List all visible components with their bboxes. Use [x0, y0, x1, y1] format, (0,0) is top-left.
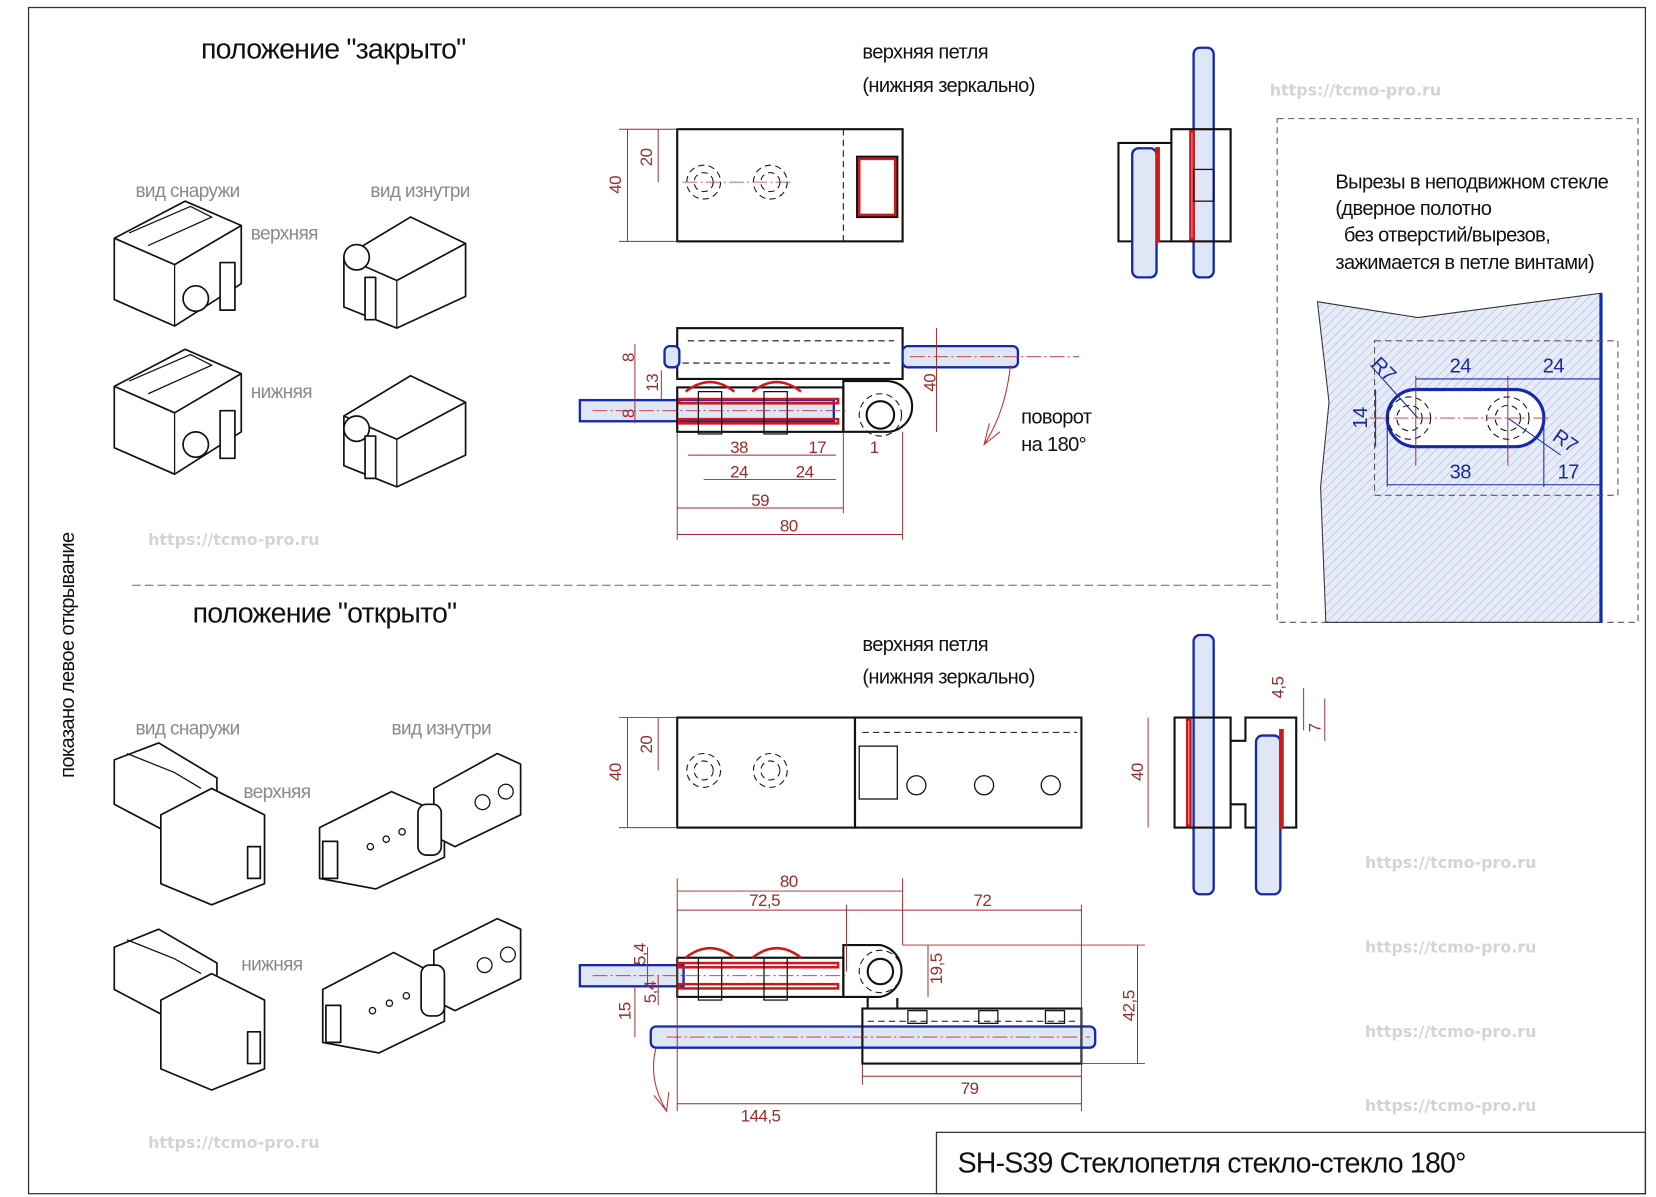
dim-38: 38: [730, 438, 748, 457]
dim-7: 7: [1306, 723, 1325, 732]
dim-8-top: 8: [619, 353, 638, 362]
title-block: [935, 1131, 1647, 1195]
dim-5-4-bottom: 5,4: [641, 981, 660, 1003]
dim-5-4-top: 5,4: [630, 943, 649, 965]
closed-section-view: 8 13 8 40 38 17 1 24 24 59 80 поворот на…: [578, 327, 1093, 540]
dim-19-5: 19,5: [927, 953, 946, 984]
dim-38-cutout: 38: [1450, 461, 1472, 483]
cutout-line-2: (дверное полотно: [1335, 198, 1491, 220]
dim-20: 20: [637, 148, 656, 166]
dim-4-5: 4,5: [1269, 676, 1288, 698]
closed-top-view: 40 20: [606, 128, 904, 243]
iso-outside-upper: [113, 200, 243, 327]
label-view-outside-open: вид снаружи: [135, 718, 239, 739]
drawing-title: SH-S39 Стеклопетля стекло-стекло 180°: [958, 1148, 1466, 1180]
dim-80: 80: [780, 516, 798, 535]
watermark: https://tcmo-pro.ru: [1270, 80, 1441, 99]
dim-40-open: 40: [606, 763, 625, 781]
dim-17: 17: [808, 438, 826, 457]
cutout-line-4: зажимается в петле винтами): [1335, 252, 1594, 274]
closed-heading: положение "закрыто": [201, 33, 465, 65]
dim-144-5: 144,5: [741, 1107, 781, 1126]
iso-open-outside-lower: [113, 928, 266, 1091]
label-lower: нижняя: [251, 382, 312, 403]
watermark-layer: https://tcmo-pro.ru https://tcmo-pro.ru ht…: [148, 80, 1536, 1152]
label-view-inside: вид изнутри: [370, 181, 469, 202]
iso-open-inside-upper: [318, 752, 522, 890]
dim-14: 14: [1350, 407, 1372, 429]
watermark: https://tcmo-pro.ru: [148, 530, 319, 549]
dim-24-a: 24: [730, 462, 748, 481]
iso-inside-upper: [343, 216, 467, 329]
label-view-inside-open: вид изнутри: [392, 718, 491, 739]
label-lower-open: нижняя: [241, 954, 302, 975]
iso-inside-lower: [343, 374, 467, 488]
dim-1: 1: [870, 438, 879, 457]
dim-80-open: 80: [780, 872, 798, 891]
dim-40-section: 40: [920, 374, 939, 392]
open-side-view: 40 4,5 7: [1128, 633, 1326, 896]
closed-section: положение "закрыто" вид снаружи вид изну…: [113, 33, 1232, 540]
iso-open-inside-lower: [321, 917, 522, 1054]
hinge-caption-1: верхняя петля: [862, 41, 988, 63]
dim-40: 40: [606, 176, 625, 194]
hinge-caption-2-open: (нижняя зеркально): [862, 667, 1034, 689]
dim-20-open: 20: [637, 736, 656, 754]
label-upper-open: верхняя: [243, 782, 310, 803]
dim-42-5: 42,5: [1119, 990, 1138, 1021]
label-upper: верхняя: [251, 223, 318, 244]
dim-13: 13: [643, 374, 662, 392]
rotate-note-2: на 180°: [1021, 434, 1086, 456]
dim-59: 59: [751, 491, 769, 510]
watermark: https://tcmo-pro.ru: [1365, 1022, 1536, 1041]
dim-79: 79: [961, 1079, 979, 1098]
cutout-line-1: Вырезы в неподвижном стекле: [1335, 171, 1608, 193]
sheet-frame: [27, 6, 1647, 1195]
cutout-line-3: без отверстий/вырезов,: [1344, 224, 1550, 246]
open-section-view: 80 72,5 72 5,4 5,4 15 19,5 42,5 79 144,5: [578, 872, 1145, 1126]
label-view-outside: вид снаружи: [135, 181, 239, 202]
cutout-panel: Вырезы в неподвижном стекле (дверное пол…: [1276, 118, 1639, 623]
watermark: https://tcmo-pro.ru: [1365, 853, 1536, 872]
watermark: https://tcmo-pro.ru: [148, 1133, 319, 1152]
dim-24-b: 24: [796, 462, 814, 481]
dim-24-right: 24: [1543, 356, 1565, 378]
iso-open-outside-upper: [113, 742, 266, 906]
hinge-caption-1-open: верхняя петля: [862, 634, 988, 656]
dim-17-cutout: 17: [1558, 461, 1580, 483]
glass-panel-hatched: [1316, 292, 1602, 623]
hinge-caption-2: (нижняя зеркально): [862, 75, 1034, 97]
rotate-note-1: поворот: [1021, 406, 1092, 428]
dim-24-left: 24: [1450, 356, 1472, 378]
dim-40-side-open: 40: [1128, 763, 1147, 781]
open-heading: положение "открыто": [193, 597, 457, 629]
watermark: https://tcmo-pro.ru: [1365, 937, 1536, 956]
dim-8-bottom: 8: [619, 409, 638, 418]
side-note: показано левое открывание: [57, 532, 79, 778]
dim-72-5: 72,5: [749, 891, 780, 910]
open-section: положение "открыто" вид снаружи вид изну…: [113, 597, 1326, 1126]
closed-side-view: [1117, 46, 1232, 279]
open-top-view: 40 20: [606, 716, 1083, 829]
dim-15: 15: [616, 1002, 635, 1020]
dim-72: 72: [973, 891, 991, 910]
watermark: https://tcmo-pro.ru: [1365, 1096, 1536, 1115]
iso-outside-lower: [113, 348, 243, 476]
